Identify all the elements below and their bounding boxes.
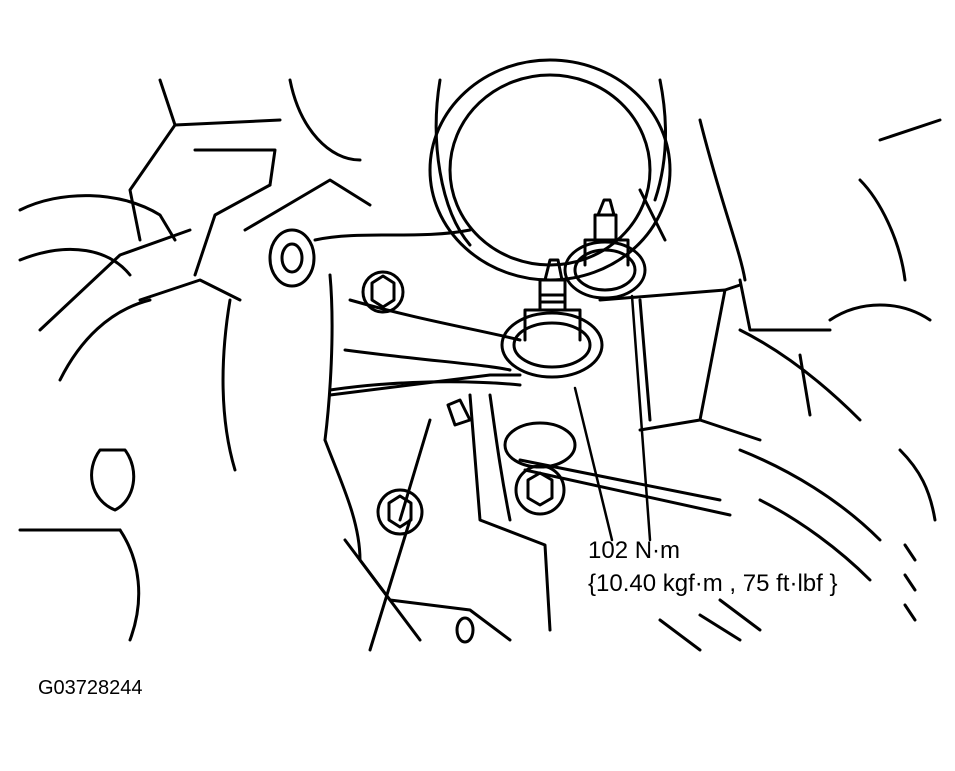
- figure-id-label: G03728244: [38, 677, 143, 699]
- right-side-components: [658, 118, 942, 652]
- torque-spec-alt-units: {10.40 kgf·m , 75 ft·lbf }: [588, 570, 838, 597]
- mount-bracket: [221, 178, 522, 652]
- mount-housing: [468, 283, 762, 632]
- mount-studs-nuts: [361, 198, 647, 536]
- hose-pipe: [288, 58, 672, 282]
- torque-spec-metric: 102 N·m: [588, 537, 681, 564]
- torque-leader-lines: [573, 294, 652, 542]
- engine-block-outline: [18, 78, 282, 642]
